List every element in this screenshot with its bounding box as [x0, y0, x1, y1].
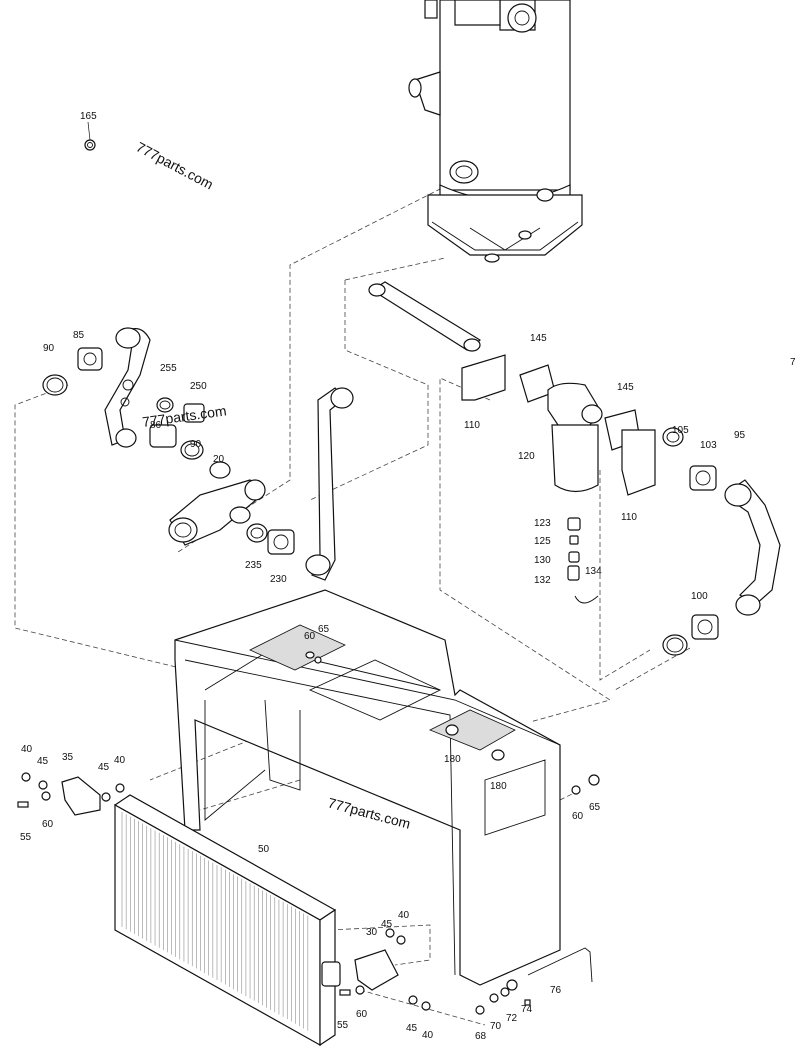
callout-40-d: 40 — [422, 1030, 434, 1041]
ring-90-b — [180, 440, 204, 460]
callout-70: 70 — [490, 1021, 502, 1032]
callout-55-b: 55 — [337, 1020, 349, 1031]
filter-assembly — [461, 354, 717, 496]
callout-60-b: 60 — [42, 819, 54, 830]
callout-100: 100 — [691, 591, 708, 602]
callout-45-d: 45 — [406, 1023, 418, 1034]
callout-40-a: 40 — [21, 744, 33, 755]
callout-72: 72 — [506, 1013, 518, 1024]
callout-55-a: 55 — [20, 832, 32, 843]
straight-pipe — [368, 281, 482, 352]
callout-105: 105 — [672, 425, 689, 436]
callout-132: 132 — [534, 575, 551, 586]
callout-74: 74 — [521, 1004, 533, 1015]
callout-110-a: 110 — [464, 420, 480, 431]
radiator-50 — [113, 794, 341, 1047]
valve-body-20 — [168, 461, 266, 546]
callout-86: 86 — [150, 420, 162, 431]
callout-60-c: 60 — [572, 811, 584, 822]
callout-65-a: 65 — [318, 624, 330, 635]
callout-60-a: 60 — [304, 631, 316, 642]
callout-103: 103 — [700, 440, 717, 451]
callout-76: 76 — [550, 985, 562, 996]
callout-labels: 165 90 85 255 250 86 90 20 235 230 145 1… — [20, 111, 746, 1042]
callout-180-b: 180 — [490, 781, 507, 792]
watermark-1: 777parts.com — [134, 139, 216, 193]
bracket-30 — [339, 928, 431, 1011]
callout-145-b: 145 — [617, 382, 634, 393]
callout-45-a: 45 — [37, 756, 49, 767]
main-frame — [174, 589, 561, 1006]
filter-bowl-120 — [551, 424, 599, 493]
callout-134: 134 — [585, 566, 602, 577]
callout-35: 35 — [62, 752, 74, 763]
nipple-85 — [77, 347, 103, 371]
callout-40-c: 40 — [398, 910, 410, 921]
callout-123: 123 — [534, 518, 551, 529]
callout-90: 90 — [43, 343, 55, 354]
nipple-250 — [183, 403, 205, 423]
callout-40-b: 40 — [114, 755, 126, 766]
fitting-group-mid — [246, 523, 295, 555]
drain-parts — [567, 517, 599, 604]
callout-95: 95 — [734, 430, 746, 441]
callout-110-b: 110 — [621, 512, 637, 523]
callout-68: 68 — [475, 1031, 487, 1042]
fitting-group-left — [42, 347, 205, 460]
callout-230: 230 — [270, 574, 287, 585]
air-receiver-tank — [408, 0, 583, 263]
bracket-35 — [17, 772, 125, 816]
edge-label-fragment: 7 — [790, 357, 796, 368]
callout-255: 255 — [160, 363, 177, 374]
callout-125: 125 — [534, 536, 551, 547]
curved-pipe-95 — [662, 479, 781, 656]
callout-45-b: 45 — [98, 762, 110, 773]
ring-165 — [84, 139, 96, 151]
callout-30: 30 — [366, 927, 378, 938]
callout-120: 120 — [518, 451, 535, 462]
callout-20: 20 — [213, 454, 225, 465]
drain-hose-fittings — [475, 774, 600, 1015]
callout-145-a: 145 — [530, 333, 547, 344]
callout-65-b: 65 — [589, 802, 601, 813]
callout-90-b: 90 — [190, 439, 202, 450]
bracket-110-b — [621, 429, 656, 496]
callout-85: 85 — [73, 330, 85, 341]
bracket-110-a — [461, 354, 506, 401]
callout-250: 250 — [190, 381, 207, 392]
ring-255 — [156, 397, 174, 413]
nipple-86 — [149, 424, 177, 448]
callout-130: 130 — [534, 555, 551, 566]
callout-50: 50 — [258, 844, 270, 855]
callout-180-a: 180 — [444, 754, 461, 765]
curved-pipe-86 — [104, 327, 151, 448]
callout-165: 165 — [80, 111, 97, 122]
callout-235: 235 — [245, 560, 262, 571]
callout-45-c: 45 — [381, 919, 393, 930]
long-pipe-230 — [305, 387, 354, 581]
callout-60-d: 60 — [356, 1009, 368, 1020]
